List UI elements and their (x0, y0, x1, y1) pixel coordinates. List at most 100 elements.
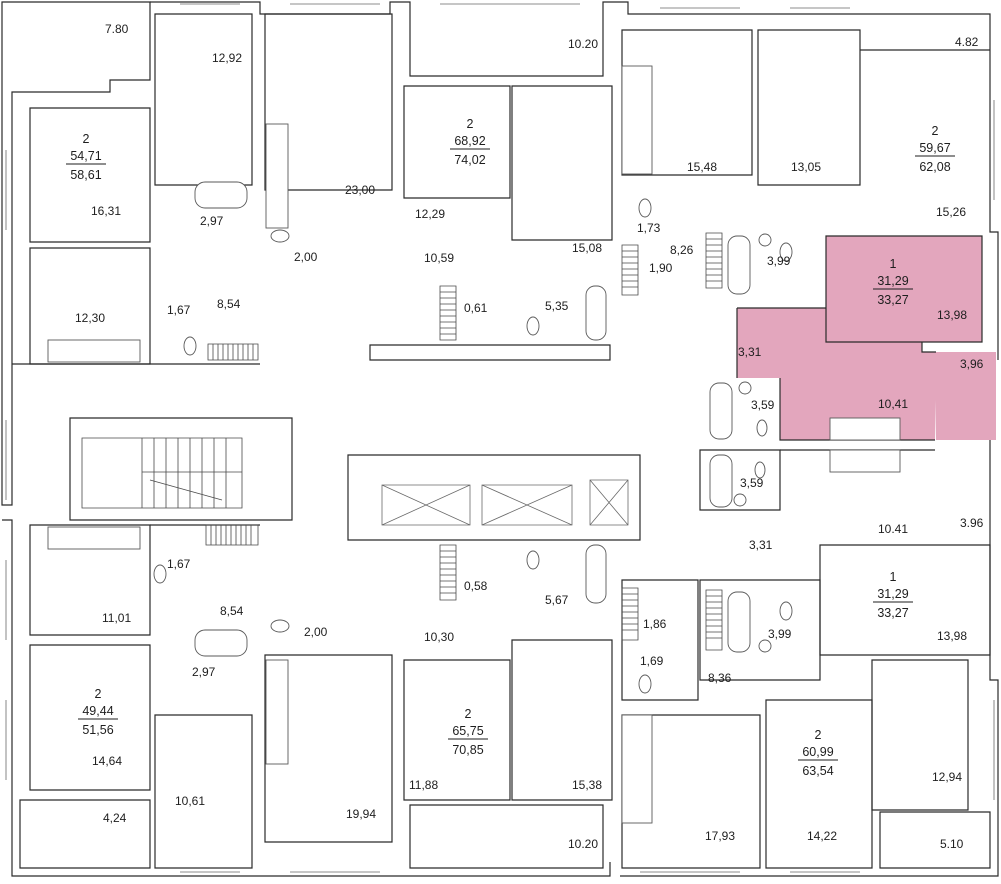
room-area: 3,96 (960, 357, 984, 371)
room-area: 5,35 (545, 299, 569, 313)
elevator-core (347, 344, 641, 541)
room-area: 15,38 (572, 778, 602, 792)
room-area: 19,94 (346, 807, 376, 821)
room-area: 3,99 (767, 254, 791, 268)
apartment-rooms: 1 (890, 570, 897, 584)
apartment-living-area: 59,67 (919, 141, 950, 155)
room-area: 17,93 (705, 829, 735, 843)
room-area: 14,22 (807, 829, 837, 843)
apartment-rooms: 2 (83, 132, 90, 146)
apartment-living-area: 60,99 (802, 745, 833, 759)
room-area: 10,61 (175, 794, 205, 808)
shaft-grilles (205, 232, 723, 651)
apartment-label[interactable]: 1 31,29 33,27 (873, 570, 913, 620)
room-area: 3,31 (749, 538, 773, 552)
apartment-label[interactable]: 2 68,92 74,02 (450, 117, 490, 167)
room-area: 2,00 (304, 625, 328, 639)
apartment-rooms: 1 (890, 257, 897, 271)
room-area: 10,59 (424, 251, 454, 265)
room-area: 12,30 (75, 311, 105, 325)
room-area: 4,24 (103, 811, 127, 825)
apartment-total-area: 33,27 (877, 606, 908, 620)
room-area: 1,86 (643, 617, 667, 631)
room-area: 13,98 (937, 308, 967, 322)
room-area: 3,59 (751, 398, 775, 412)
room-area-labels: 7.80 12,92 10.20 4.82 16,31 23,00 12,29 … (75, 22, 984, 851)
room-area: 11,01 (102, 611, 131, 625)
highlight-main (737, 236, 982, 440)
room-area: 8,54 (220, 604, 244, 618)
room-area: 16,31 (91, 204, 121, 218)
room-area: 1,90 (649, 261, 673, 275)
room-area: 2,97 (200, 214, 224, 228)
apartment-total-area: 70,85 (452, 743, 483, 757)
apartment-total-area: 51,56 (82, 723, 113, 737)
room-area: 8,54 (217, 297, 241, 311)
apartment-label[interactable]: 2 49,44 51,56 (78, 687, 118, 737)
apartment-label[interactable]: 2 59,67 62,08 (915, 124, 955, 174)
room-area: 0,61 (464, 301, 488, 315)
room-area: 12,94 (932, 770, 962, 784)
apartment-label-selected[interactable]: 1 31,29 33,27 (873, 257, 913, 307)
room-area: 5,67 (545, 593, 569, 607)
room-area: 1,67 (167, 303, 191, 317)
room-area: 3.96 (960, 516, 984, 530)
room-area: 12,92 (212, 51, 242, 65)
apartment-rooms: 2 (467, 117, 474, 131)
room-area: 1,67 (167, 557, 191, 571)
room-area: 15,26 (936, 205, 966, 219)
window-marks (5, 3, 995, 873)
room-area: 13,98 (937, 629, 967, 643)
room-area: 7.80 (105, 22, 129, 36)
room-area: 12,29 (415, 207, 445, 221)
selected-apartment-highlight[interactable] (737, 236, 996, 440)
room-area: 0,58 (464, 579, 488, 593)
apartment-living-area: 65,75 (452, 724, 483, 738)
room-area: 2,00 (294, 250, 318, 264)
bathroom-fixtures (153, 181, 793, 694)
apartment-living-area: 54,71 (70, 149, 101, 163)
room-area: 1,69 (640, 654, 664, 668)
room-area: 10.20 (568, 37, 598, 51)
room-area: 10.20 (568, 837, 598, 851)
room-area: 8,26 (670, 243, 694, 257)
room-area: 8,36 (708, 671, 732, 685)
room-area: 2,97 (192, 665, 216, 679)
room-area: 23,00 (345, 183, 375, 197)
apartment-living-area: 31,29 (877, 274, 908, 288)
room-area: 5.10 (940, 837, 964, 851)
room-area: 3,99 (768, 627, 792, 641)
room-area: 1,73 (637, 221, 661, 235)
room-area: 15,48 (687, 160, 717, 174)
apartment-label[interactable]: 2 54,71 58,61 (66, 132, 106, 182)
room-area: 10,41 (878, 397, 908, 411)
apartment-total-area: 74,02 (454, 153, 485, 167)
room-area: 11,88 (409, 778, 438, 792)
apartment-rooms: 2 (815, 728, 822, 742)
kitchen-counters (47, 65, 901, 824)
apartment-total-area: 62,08 (919, 160, 950, 174)
room-area: 10,30 (424, 630, 454, 644)
apartment-total-area: 63,54 (802, 764, 833, 778)
room-area: 3,31 (738, 345, 762, 359)
room-area: 10.41 (878, 522, 908, 536)
apartment-rooms: 2 (932, 124, 939, 138)
apartment-living-area: 31,29 (877, 587, 908, 601)
apartment-label[interactable]: 2 65,75 70,85 (448, 707, 488, 757)
apartment-rooms: 2 (465, 707, 472, 721)
staircase (69, 417, 293, 521)
room-area: 13,05 (791, 160, 821, 174)
apartment-label[interactable]: 2 60,99 63,54 (798, 728, 838, 778)
apartment-total-area: 33,27 (877, 293, 908, 307)
room-area: 14,64 (92, 754, 122, 768)
room-area: 15,08 (572, 241, 602, 255)
apartment-labels: 2 54,71 58,61 2 68,92 74,02 2 59,67 62,0… (66, 117, 955, 778)
apartment-living-area: 49,44 (82, 704, 113, 718)
room-area: 3,59 (740, 476, 764, 490)
apartment-total-area: 58,61 (70, 168, 101, 182)
apartment-living-area: 68,92 (454, 134, 485, 148)
highlight-balcony (936, 352, 996, 440)
